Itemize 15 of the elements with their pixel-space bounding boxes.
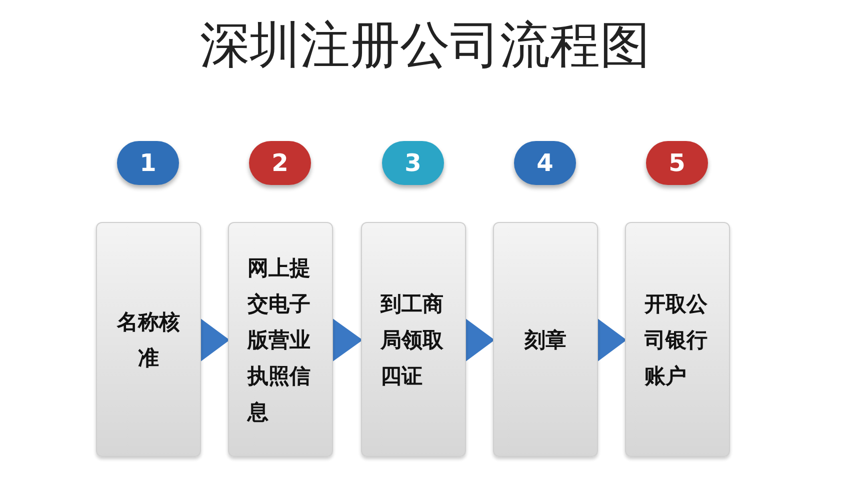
- arrow: [465, 318, 495, 362]
- step-box: 刻章: [493, 222, 598, 457]
- step-number-badge: 4: [514, 141, 576, 185]
- step-box: 名称核准: [96, 222, 201, 457]
- arrow: [597, 318, 627, 362]
- arrow: [332, 318, 363, 362]
- step-number-badge: 3: [382, 141, 444, 185]
- title: 深圳注册公司流程图: [199, 15, 651, 76]
- arrow: [200, 318, 230, 362]
- step-number-badge: 5: [646, 141, 708, 185]
- step-number-badge: 2: [249, 141, 311, 185]
- step-box: 到工商局领取四证: [361, 222, 466, 457]
- step-number-badge: 1: [117, 141, 179, 185]
- step-box: 开取公司银行账户: [625, 222, 730, 457]
- step-box: 网上提交电子版营业执照信息: [228, 222, 333, 457]
